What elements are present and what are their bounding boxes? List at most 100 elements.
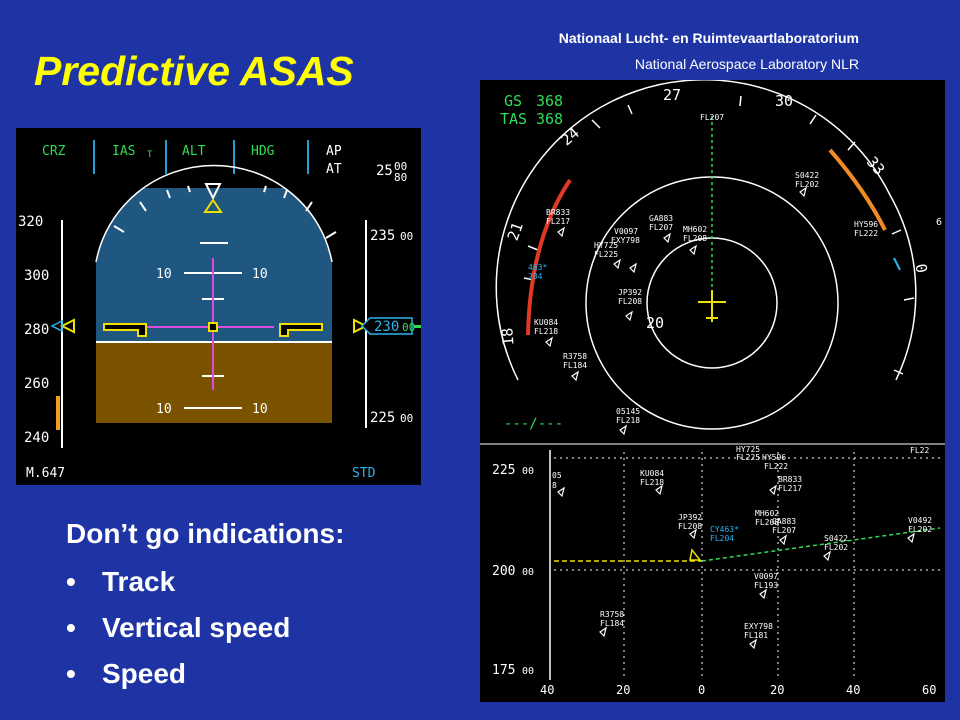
nd-traffic-v0097-id: V0097 [614,227,638,236]
pitch-label-up-left: 10 [156,267,172,282]
fma-ap: AP [326,144,342,159]
alt-tick-225-lo: 00 [400,412,413,425]
compass-27: 27 [663,86,681,104]
fma-bar: CRZ IAS T ALT HDG AP AT [42,140,342,177]
speed-bug-icon [59,318,75,334]
compass-0: 0 [911,262,930,274]
pitch-label-dn-right: 10 [252,402,268,417]
vsd-x-axis: 40 20 0 20 40 60 [540,683,936,697]
vsd-traffic: HY725 FL225 HY596 FL222 BR833 FL217 KU08… [552,445,932,640]
vsd-s0422-fl: FL202 [824,543,848,552]
vsd-jp392-fl: FL208 [678,522,702,531]
nd-traffic-symbols [545,186,807,436]
fma-hdg: HDG [251,144,275,159]
vsd-traffic-symbols [557,484,915,650]
vsd-edge-8: 8 [552,481,557,490]
compass-30: 30 [775,92,793,110]
mach-readout: M.647 [26,466,65,481]
vsd-alt-175-hi: 175 [492,663,515,678]
alt-top-hi: 25 [376,163,393,179]
vsd-cy463-fl: FL204 [710,534,734,543]
nd-traffic-ku084-fl: FL218 [534,327,558,336]
sky-pointer-icon [203,198,223,213]
compass-33: 33 [863,153,888,178]
ownship-fl-tag: FL207 [700,113,724,122]
roll-scale [113,185,337,239]
nd-traffic-s0422-fl: FL202 [795,180,819,189]
alt-tick-235-lo: 00 [400,230,413,243]
bearing-readout: ---/--- [504,416,563,432]
speed-tick-240: 240 [24,430,49,446]
vsd-edge-fl22: FL22 [910,446,929,455]
vsd-x-20l: 20 [616,683,630,697]
nd-traffic-mh602-id: MH602 [683,225,707,234]
vsd-hy596-id: HY596 [762,453,786,462]
vsd-ku084-fl: FL218 [640,478,664,487]
nd-traffic-r3758-fl: FL184 [563,361,587,370]
vsd-mh602-fl: FL208 [755,518,779,527]
vsd-x-60r: 60 [922,683,936,697]
speed-tape: 320 300 280 260 240 [18,214,63,448]
aircraft-symbol-right [279,323,323,337]
vsd-v0097-id: V0097 [754,572,778,581]
vsd-x-40l: 40 [540,683,554,697]
bullet-item-track: •Track [66,566,176,597]
nd-traffic-hy725-id: HY725 [594,241,618,250]
vsd-br833-id: BR833 [778,475,802,484]
vsd-hy725-fl: FL225 [736,453,760,462]
vsd-ga883-fl: FL207 [772,526,796,535]
nd-traffic-mh602-fl: FL208 [683,234,707,243]
vsd-x-0: 0 [698,683,705,697]
vsd-exy798-fl: FL181 [744,631,768,640]
fma-ias: IAS [112,144,135,159]
baro-setting: STD [352,466,376,481]
vsd-mh602-id: MH602 [755,509,779,518]
tas-value: 368 [536,110,563,128]
right-edge-label: 6 [936,217,942,228]
alt-top-lo2: 80 [394,171,407,184]
nd-traffic-s0422-id: S0422 [795,171,819,180]
nd-traffic-463-id: 463* [528,263,547,272]
gs-label: GS [504,92,522,110]
alt-tick-230-hi: 230 [374,319,399,335]
vsd-x-40r: 40 [846,683,860,697]
vsd-cy463-id: CY463* [710,525,739,534]
bullet-item-vertical-speed: •Vertical speed [66,612,291,643]
vertical-situation-display [480,443,945,680]
fma-ias-marker: T [147,150,153,160]
vsd-alt-175-lo: 00 [522,666,534,677]
navigation-display: GS 368 TAS 368 27 30 33 24 21 18 0 20 6 … [480,80,945,702]
fma-at: AT [326,162,342,177]
compass-rose [495,80,917,430]
pitch-label-up-right: 10 [252,267,268,282]
nd-traffic-hy596-fl: FL222 [854,229,878,238]
range-ring-20: 20 [646,314,664,332]
vsd-ku084-id: KU084 [640,469,664,478]
compass-21: 21 [504,220,527,243]
primary-flight-display: CRZ IAS T ALT HDG AP AT 10 10 10 10 [16,128,421,485]
vsd-br833-fl: FL217 [778,484,802,493]
nd-traffic-jp392-id: JP392 [618,288,642,297]
gs-value: 368 [536,92,563,110]
vsd-hy725-id: HY725 [736,445,760,454]
altitude-bug-icon [353,318,369,334]
vsd-alt-225-lo: 00 [522,466,534,477]
vsd-alt-200-hi: 200 [492,564,515,579]
nd-traffic-hy596-id: HY596 [854,220,878,229]
compass-18: 18 [498,327,518,347]
aircraft-symbol-center [208,322,218,332]
nd-traffic-ga883-fl: FL207 [649,223,673,232]
nd-traffic-br833-id: BR833 [546,208,570,217]
nd-traffic-br833-fl: FL217 [546,217,570,226]
slide-title: Predictive ASAS [34,48,354,94]
speed-tick-300: 300 [24,268,49,284]
bullet-label-speed: Speed [102,658,187,689]
vsd-x-20r: 20 [770,683,784,697]
vsd-v0492-id: V0492 [908,516,932,525]
alt-tick-230-lo: 00 [402,321,415,334]
bullet-label-vertical-speed: Vertical speed [102,612,291,643]
vsd-v0492-fl: FL202 [908,525,932,534]
roll-pointer-icon [204,183,222,201]
nd-traffic-ga883-id: GA883 [649,214,673,223]
nd-traffic-ku084-id: KU084 [534,318,558,327]
